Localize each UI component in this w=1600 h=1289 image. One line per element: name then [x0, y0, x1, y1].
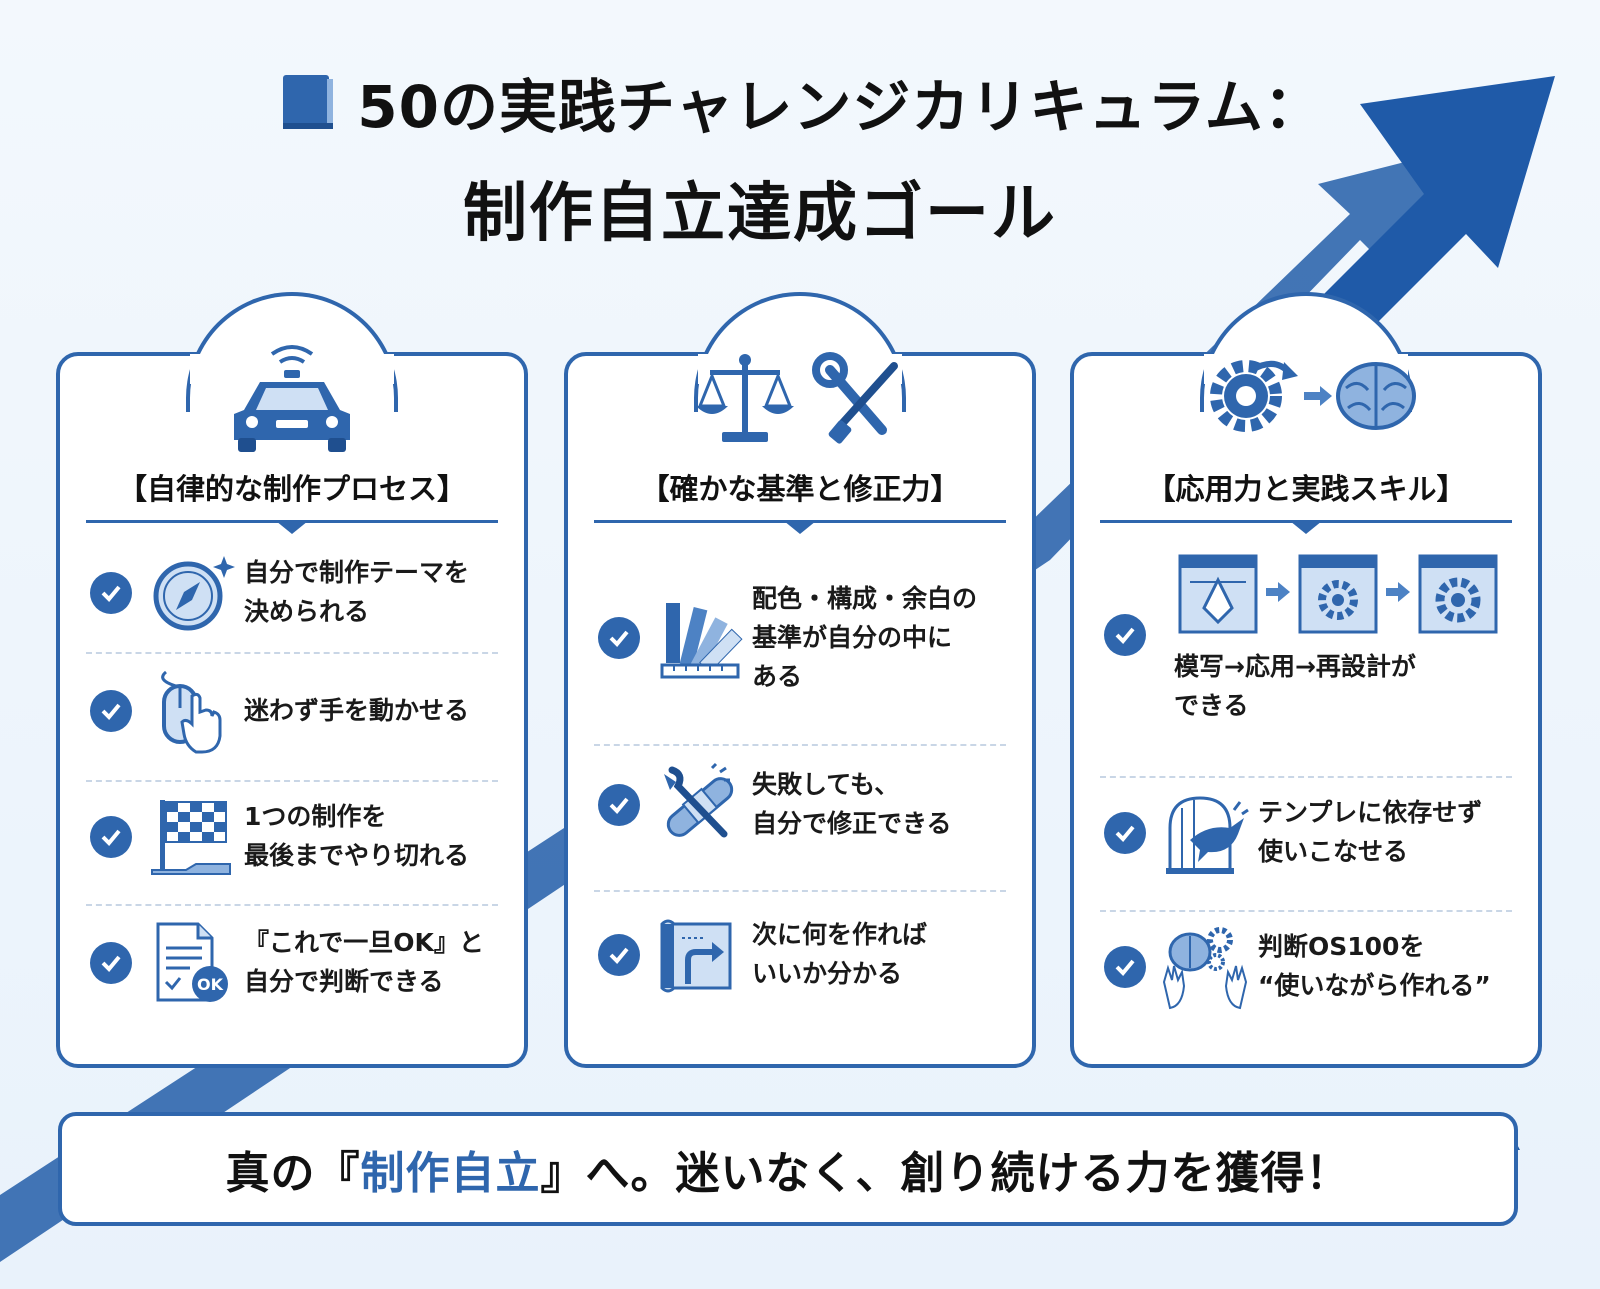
check-icon: [1104, 946, 1146, 988]
bird-cage-icon: [1166, 796, 1249, 874]
check-icon: [598, 934, 640, 976]
bottom-text-before: 真の『: [225, 1148, 361, 1199]
title-line1: 50の実践チャレンジカリキュラム：: [0, 60, 1600, 144]
list-item: 配色・構成・余白の 基準が自分の中に ある: [594, 580, 1006, 696]
bottom-text-after: 』へ。迷いなく、創り続ける力を獲得！: [540, 1148, 1351, 1199]
title-text-1: 50の実践チャレンジカリキュラム：: [357, 73, 1323, 141]
item-text: 『これで一旦OK』と 自分で判断できる: [244, 928, 484, 996]
item-text: テンプレに依存せず 使いこなせる: [1258, 798, 1483, 866]
check-icon: [1104, 614, 1146, 656]
bottom-text-accent: 制作自立: [360, 1148, 541, 1199]
brain-hands-icon: [1162, 927, 1248, 1010]
list-item: 1つの制作を 最後までやり切れる: [86, 792, 498, 882]
svg-text:OK: OK: [197, 975, 224, 994]
list-item: 判断OS100を “使いながら作れる”: [1100, 922, 1512, 1012]
list-item: OK 『これで一旦OK』と 自分で判断できる: [86, 918, 498, 1008]
item-text: 次に何を作れば いいか分かる: [752, 920, 928, 988]
design-flow-icon: [1178, 554, 1498, 634]
check-icon: [598, 617, 640, 660]
list-item: 次に何を作れば いいか分かる: [594, 910, 1006, 1000]
card-title: 【確かな基準と修正力】: [640, 472, 960, 506]
color-swatch-icon: [660, 603, 743, 679]
mouse-hand-icon: [161, 670, 222, 754]
check-icon: [1104, 812, 1146, 854]
item-text: 判断OS100を “使いながら作れる”: [1258, 932, 1491, 1000]
item-text: 1つの制作を 最後までやり切れる: [244, 802, 470, 870]
title-text-2: 制作自立達成ゴール: [463, 177, 1057, 251]
check-icon: [90, 690, 132, 732]
bottom-message: 真の『制作自立』へ。迷いなく、創り続ける力を獲得！: [58, 1112, 1518, 1226]
bandage-wrench-icon: [664, 762, 734, 838]
gear-brain-icon: [1210, 360, 1416, 432]
map-route-icon: [660, 919, 732, 993]
item-text: 配色・構成・余白の 基準が自分の中に ある: [752, 584, 978, 691]
list-item: 模写→応用→再設計が できる: [1100, 552, 1512, 726]
check-icon: [90, 572, 132, 614]
document-ok-icon: OK: [156, 922, 228, 1002]
check-icon: [598, 784, 640, 826]
item-text: 迷わず手を動かせる: [244, 695, 470, 725]
check-icon: [90, 816, 132, 858]
title-area: 50の実践チャレンジカリキュラム： 制作自立達成ゴール: [0, 60, 1600, 254]
item-text: 模写→応用→再設計が できる: [1174, 652, 1416, 720]
list-item: 迷わず手を動かせる: [86, 666, 498, 756]
autonomous-car-icon: [234, 345, 350, 452]
compass-icon: [153, 556, 235, 631]
card-title: 【応用力と実践スキル】: [1146, 472, 1466, 506]
list-item: テンプレに依存せず 使いこなせる: [1100, 788, 1512, 878]
checkered-flag-icon: [151, 800, 231, 875]
list-item: 失敗しても、 自分で修正できる: [594, 760, 1006, 850]
list-item: 自分で制作テーマを 決められる: [86, 548, 498, 638]
card-applied-skills: 【応用力と実践スキル】 模写→応用→再設計が できる: [1070, 292, 1542, 1068]
card-autonomous-process: 【自律的な制作プロセス】 自分で制作テーマを 決められる 迷わず手を動かせる: [56, 292, 528, 1068]
book-icon: [283, 75, 334, 129]
item-text: 自分で制作テーマを 決められる: [244, 558, 470, 626]
item-text: 失敗しても、 自分で修正できる: [752, 770, 952, 838]
check-icon: [90, 942, 132, 984]
card-standards-revision: 【確かな基準と修正力】 配色・構成・余白の 基準が自分の中に ある 失敗しても、: [564, 292, 1036, 1068]
scale-tools-icon: [696, 352, 898, 444]
card-title: 【自律的な制作プロセス】: [117, 472, 466, 506]
